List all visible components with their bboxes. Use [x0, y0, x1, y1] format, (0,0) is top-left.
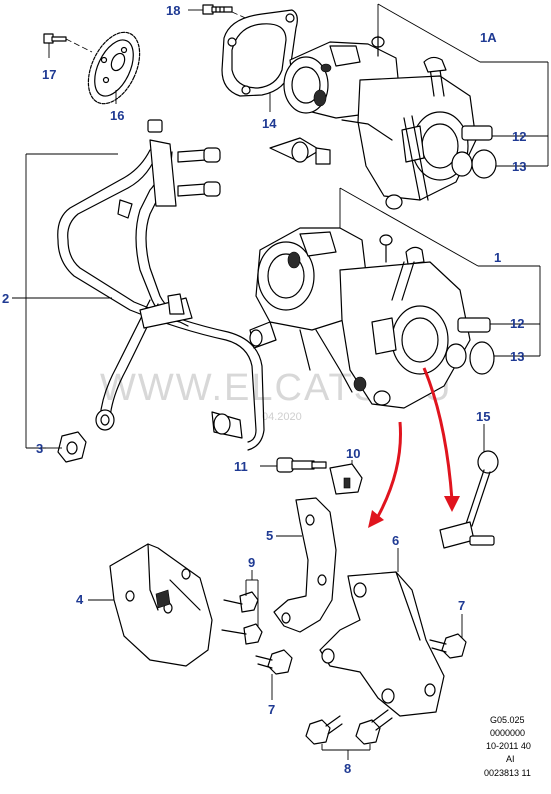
- callout-18: 18: [166, 3, 180, 18]
- bracket-4: [109, 543, 213, 667]
- callout-12b: 12: [510, 316, 524, 331]
- callout-12a: 12: [512, 129, 526, 144]
- ref-line-1: G05.025: [490, 715, 525, 725]
- bolts-9: [221, 591, 263, 645]
- ref-line-2: 0000000: [490, 728, 525, 738]
- watermark-date: 04.2020: [262, 411, 302, 423]
- fuel-pump-1A: [269, 35, 497, 210]
- callout-13b: 13: [510, 349, 524, 364]
- ref-line-5: 0023813 11: [484, 768, 531, 778]
- callout-11: 11: [234, 459, 248, 474]
- red-arrow-right: [422, 367, 460, 512]
- callout-16: 16: [110, 108, 124, 123]
- sprocket-16: [87, 31, 141, 105]
- fuel-pump-1: [249, 227, 495, 409]
- link-rod-15: [439, 450, 499, 549]
- bolt-7-left: [255, 649, 293, 675]
- callout-1A: 1A: [480, 30, 497, 45]
- callout-10: 10: [346, 446, 360, 461]
- bolt-7-right: [429, 633, 467, 659]
- callout-8: 8: [344, 761, 351, 776]
- nut-3: [57, 431, 87, 463]
- bolt-18: [202, 4, 233, 15]
- bracket-10: [329, 463, 363, 495]
- fuel-pipe-assembly-2: [57, 119, 265, 451]
- bracket-5: [273, 497, 337, 633]
- callout-3: 3: [36, 441, 43, 456]
- callout-4: 4: [76, 592, 84, 607]
- callout-7a: 7: [268, 702, 275, 717]
- callout-17: 17: [42, 67, 56, 82]
- callout-14: 14: [262, 116, 277, 131]
- callout-15: 15: [476, 409, 490, 424]
- callout-2: 2: [2, 291, 9, 306]
- bracket-6: [319, 571, 445, 717]
- callout-6: 6: [392, 533, 399, 548]
- fitting-11: [276, 457, 327, 473]
- ref-line-4: AI: [506, 754, 515, 764]
- bolts-8: [305, 709, 393, 745]
- callout-5: 5: [266, 528, 273, 543]
- callout-13a: 13: [512, 159, 526, 174]
- ref-line-3: 10-2011 40: [486, 741, 531, 751]
- callout-1: 1: [494, 250, 501, 265]
- bolt-17: [43, 33, 67, 44]
- callout-9: 9: [248, 555, 255, 570]
- red-arrow-left: [368, 421, 402, 528]
- callout-7b: 7: [458, 598, 465, 613]
